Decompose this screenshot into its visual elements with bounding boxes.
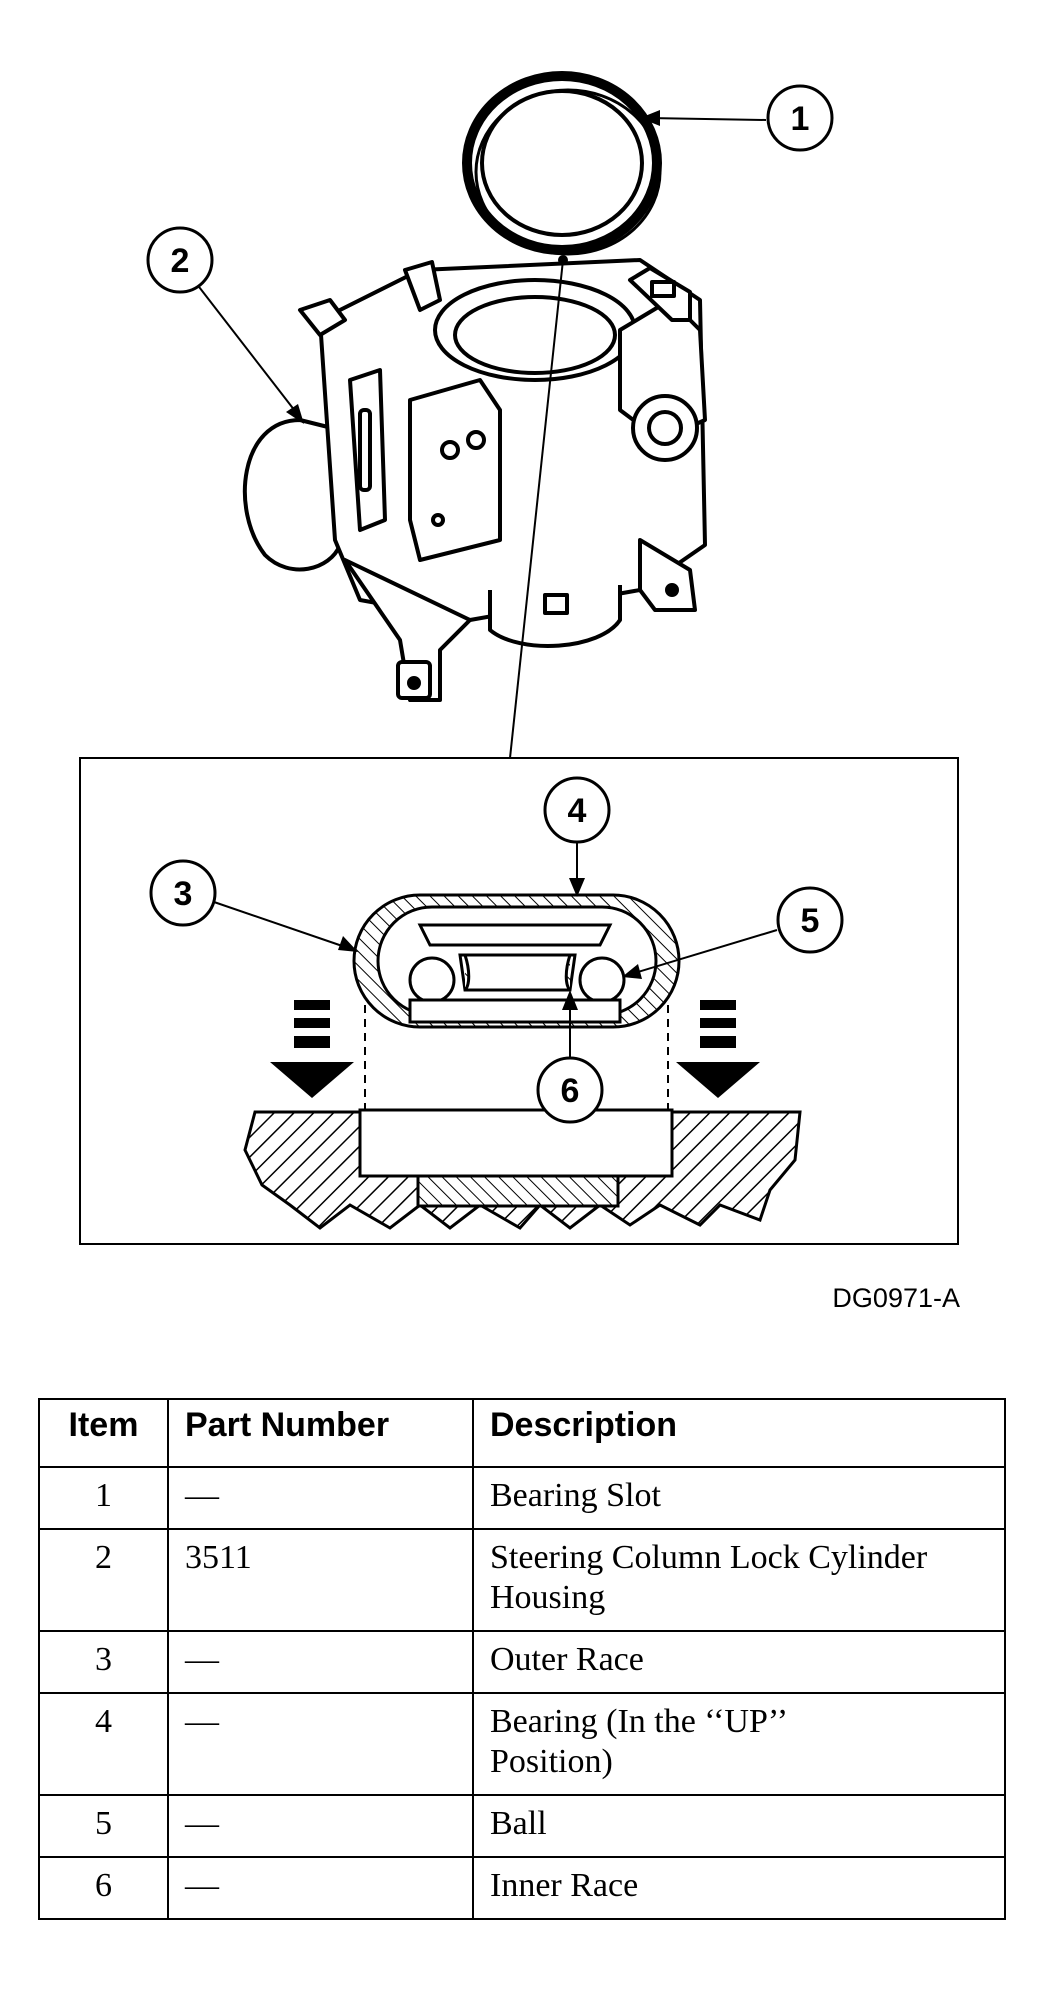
callout-6: 6 bbox=[536, 1056, 604, 1124]
cell-part-number: — bbox=[167, 1466, 474, 1530]
table-header-row: Item Part Number Description bbox=[38, 1398, 1006, 1468]
callout-1: 1 bbox=[766, 84, 834, 152]
callout-4-label: 4 bbox=[568, 792, 587, 830]
press-arrow-right bbox=[676, 1000, 760, 1098]
header-description: Description bbox=[472, 1398, 1006, 1468]
leader-dot bbox=[558, 255, 568, 265]
cell-description: Inner Race bbox=[472, 1856, 1006, 1920]
parts-table: Item Part Number Description 1 — Bearing… bbox=[38, 1398, 1006, 1920]
bearing-cross-section bbox=[352, 893, 681, 1029]
cell-item: 6 bbox=[38, 1856, 169, 1920]
cell-description: Ball bbox=[472, 1794, 1006, 1858]
cell-description: Bearing (In the ‘‘UP’’ Position) bbox=[472, 1692, 1006, 1796]
exploded-diagram: 1 2 3 4 5 6 bbox=[79, 71, 959, 1245]
detail-view-frame bbox=[79, 757, 959, 1245]
cell-item: 1 bbox=[38, 1466, 169, 1530]
cell-item: 5 bbox=[38, 1794, 169, 1858]
table-row: 4 — Bearing (In the ‘‘UP’’ Position) bbox=[38, 1692, 1006, 1796]
cell-description: Steering Column Lock Cylinder Housing bbox=[472, 1528, 1006, 1632]
cell-description: Bearing Slot bbox=[472, 1466, 1006, 1530]
table-row: 6 — Inner Race bbox=[38, 1856, 1006, 1920]
cell-item: 4 bbox=[38, 1692, 169, 1796]
base-block bbox=[243, 1108, 802, 1230]
figure-id: DG0971-A bbox=[832, 1283, 960, 1313]
cell-part-number: — bbox=[167, 1630, 474, 1694]
table-row: 3 — Outer Race bbox=[38, 1630, 1006, 1694]
table-row: 5 — Ball bbox=[38, 1794, 1006, 1858]
header-part-number: Part Number bbox=[167, 1398, 474, 1468]
guide-lines bbox=[364, 1005, 669, 1110]
cell-description: Outer Race bbox=[472, 1630, 1006, 1694]
callout-2: 2 bbox=[146, 226, 214, 294]
callout-6-label: 6 bbox=[561, 1072, 580, 1110]
callout-3-label: 3 bbox=[174, 875, 193, 913]
cell-part-number: — bbox=[167, 1856, 474, 1920]
callout-3: 3 bbox=[149, 859, 217, 927]
callout-4: 4 bbox=[543, 776, 611, 844]
cell-item: 3 bbox=[38, 1630, 169, 1694]
lock-cylinder-housing bbox=[242, 258, 707, 702]
table-row: 1 — Bearing Slot bbox=[38, 1466, 1006, 1530]
callout-1-label: 1 bbox=[791, 100, 810, 138]
cell-part-number: — bbox=[167, 1692, 474, 1796]
header-item: Item bbox=[38, 1398, 169, 1468]
callout-leaders bbox=[195, 117, 778, 1058]
callout-5-label: 5 bbox=[801, 902, 820, 940]
table-row: 2 3511 Steering Column Lock Cylinder Hou… bbox=[38, 1528, 1006, 1632]
callout-5: 5 bbox=[776, 886, 844, 954]
cell-part-number: — bbox=[167, 1794, 474, 1858]
callout-arrowheads bbox=[286, 110, 660, 1010]
cell-item: 2 bbox=[38, 1528, 169, 1632]
callout-2-label: 2 bbox=[171, 242, 190, 280]
bearing-slot-ring bbox=[462, 71, 662, 256]
press-arrow-left bbox=[270, 1000, 354, 1098]
cell-part-number: 3511 bbox=[167, 1528, 474, 1632]
bearing-slot-leader bbox=[509, 259, 564, 759]
